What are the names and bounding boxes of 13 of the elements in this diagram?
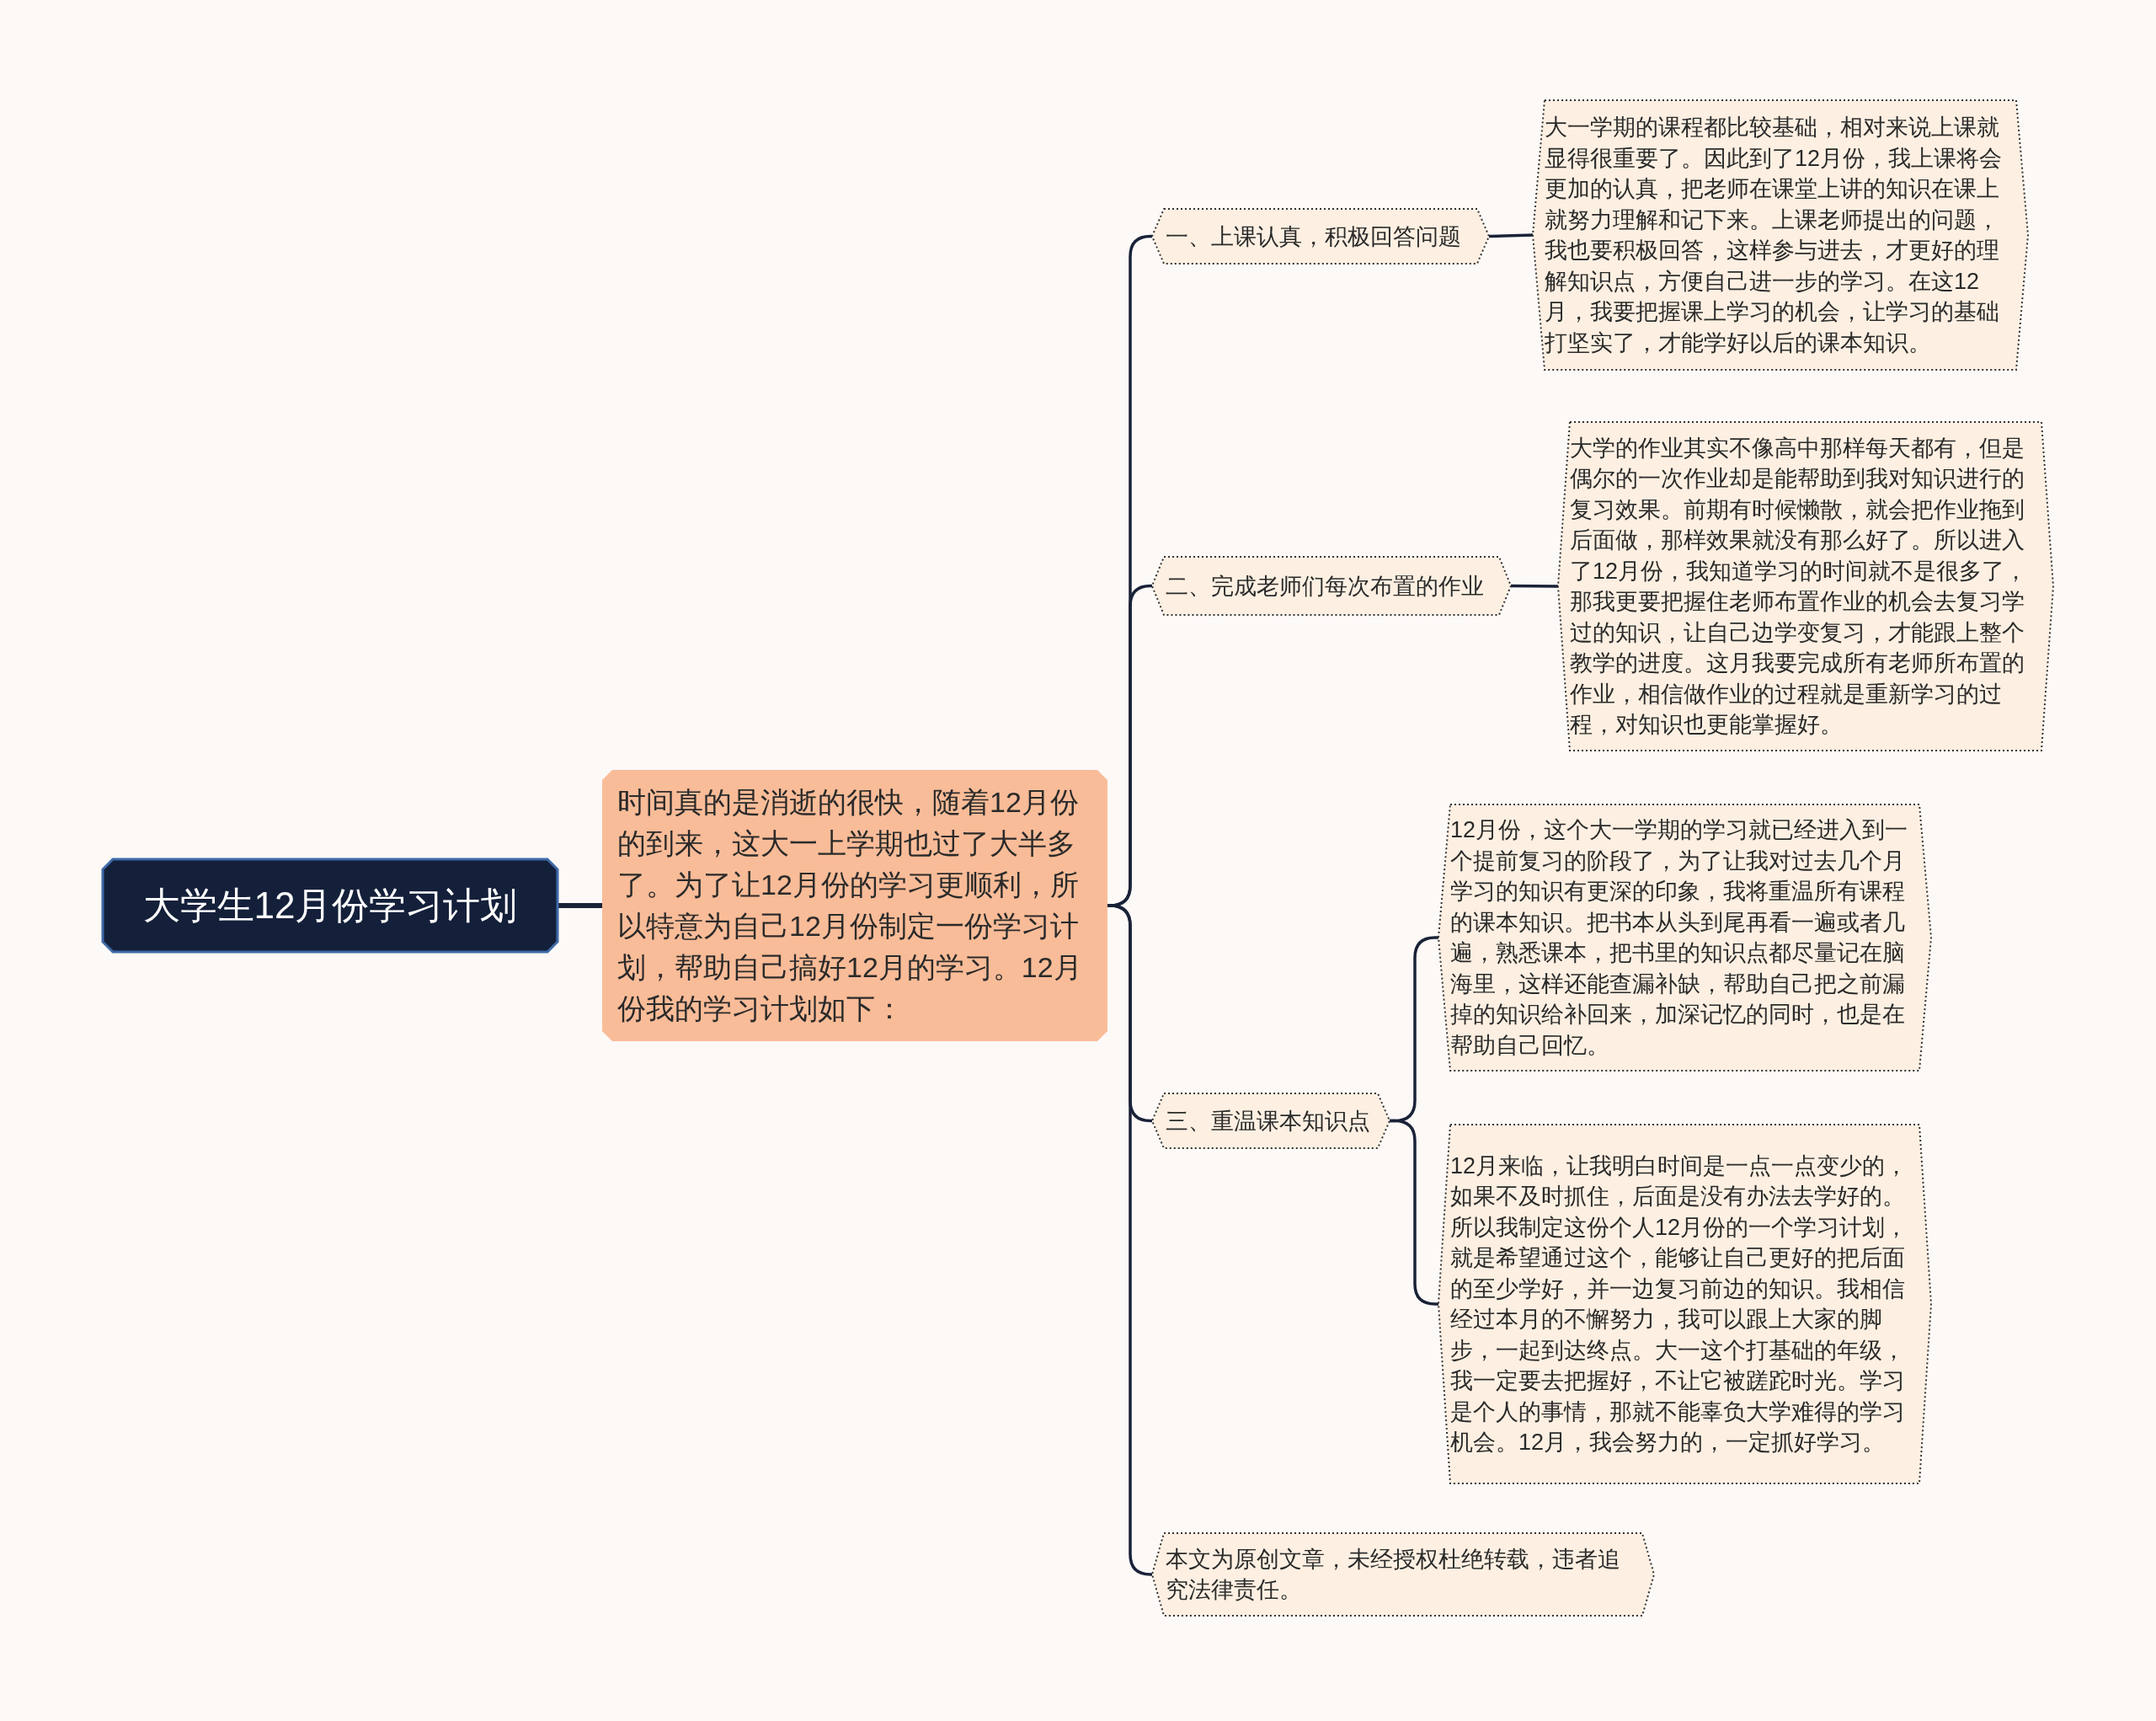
text-box: 12月来临，让我明白时间是一点一点变少的，如果不及时抓住，后面是没有办法去学好的。所以我制定这份个人12月份的一个学习计划，就是希望通过这个，能够让自己更好的把后面的至少学好，并一边复习前边的知识。我相信经过本月的不懈努力，我可以跟上大家的脚步，一起到达终点。大一这个打基础的年级，我一定要去把握好，不让它被蹉跎时光。学习是个人的事情，那就不能辜负大学难得的学习机会。12月，我会努力的，一定抓好学习。: [1438, 1125, 1931, 1483]
topic-box: 三、重温课本知识点: [1152, 1093, 1390, 1148]
intro-box: 时间真的是消逝的很快，随着12月份的到来，这大一上学期也过了大半多了。为了让12月份的学习更顺利，所以特意为自己12月份制定一份学习计划，帮助自己搞好12月的学习。12月份我的学习计划如下：: [602, 770, 1107, 1041]
topic-box: 本文为原创文章，未经授权杜绝转载，违者追究法律责任。: [1152, 1533, 1654, 1616]
text-box: 大学的作业其实不像高中那样每天都有，但是偶尔的一次作业却是能帮助到我对知识进行的复习效果。前期有时候懒散，就会把作业拖到后面做，那样效果就没有那么好了。所以进入了12月份，我知道学习的时间就不是很多了，那我更要把握住老师布置作业的机会去复习学过的知识，让自己边学变复习，才能跟上整个教学的进度。这月我要完成所有老师所布置的作业，相信做作业的过程就是重新学习的过程，对知识也更能掌握好。: [1558, 422, 2053, 751]
topic-box: 二、完成老师们每次布置的作业: [1152, 557, 1511, 615]
connector: [1488, 233, 1534, 238]
connector: [1511, 584, 1558, 588]
root-topic-box: 大学生12月份学习计划: [103, 859, 558, 952]
text-box: 12月份，这个大一学期的学习就已经进入到一个提前复习的阶段了，为了让我对过去几个月学习的知识有更深的印象，我将重温所有课程的课本知识。把书本从头到尾再看一遍或者几遍，熟悉课本，把书里的知识点都尽量记在脑海里，这样还能查漏补缺，帮助自己把之前漏掉的知识给补回来，加深记忆的同时，也是在帮助自己回忆。: [1438, 804, 1931, 1071]
text-box: 大一学期的课程都比较基础，相对来说上课就显得很重要了。因此到了12月份，我上课将会更加的认真，把老师在课堂上讲的知识在课上就努力理解和记下来。上课老师提出的问题，我也要积极回答，这样参与进去，才更好的理解知识点，方便自己进一步的学习。在这12月，我要把握课上学习的机会，让学习的基础打坚实了，才能学好以后的课本知识。: [1533, 100, 2028, 370]
topic-box: 一、上课认真，积极回答问题: [1152, 209, 1489, 264]
connector: [558, 903, 602, 908]
